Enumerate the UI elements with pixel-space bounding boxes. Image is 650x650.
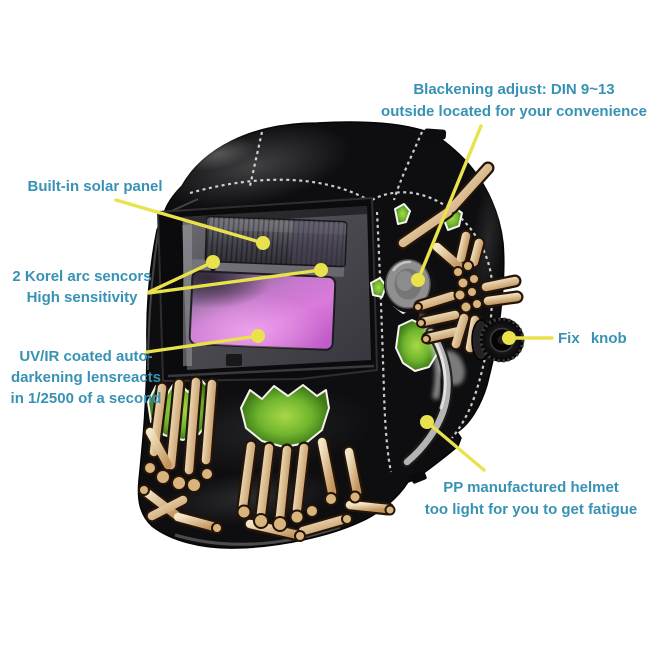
auto-darkening-lens (188, 270, 337, 351)
label-uv-ir-lens: UV/IR coated auto- darkening lensreacts … (10, 348, 162, 407)
bottom-tab (410, 470, 427, 484)
pointer-sensor-left (147, 260, 215, 294)
top-hinge-tab (423, 128, 447, 140)
pointer-dot-fix-knob (502, 331, 516, 345)
pointer-sensor-right (147, 268, 323, 295)
pointer-blackening-adjust (416, 124, 483, 282)
solar-panel (204, 215, 348, 268)
stitch-seams (189, 131, 494, 473)
pointer-lines-overlay (114, 124, 554, 472)
pointer-solar-panel (114, 198, 265, 245)
pointer-dot-shell (420, 415, 434, 429)
front-window (157, 197, 378, 382)
pointer-lens (145, 334, 260, 354)
pointer-dot-sensor-left (206, 255, 220, 269)
pointer-dot-lens (251, 329, 265, 343)
pointer-dot-blackening (411, 273, 425, 287)
fix-knob (471, 317, 525, 363)
pointer-dot-sensor-right (314, 263, 328, 277)
pointer-shell (425, 420, 486, 472)
label-fix-knob: Fix knob (558, 330, 627, 347)
pointer-dot-solar (256, 236, 270, 250)
label-blackening-adjust: Blackening adjust: DIN 9~13 outside loca… (381, 81, 647, 120)
label-arc-sensors: 2 Korel arc sencors High sensitivity (12, 268, 152, 306)
lens-release-tab (226, 354, 242, 366)
label-pp-shell: PP manufactured helmet too light for you… (424, 479, 638, 518)
label-solar-panel: Built-in solar panel (27, 178, 163, 195)
skeleton-hand-art (138, 161, 524, 542)
